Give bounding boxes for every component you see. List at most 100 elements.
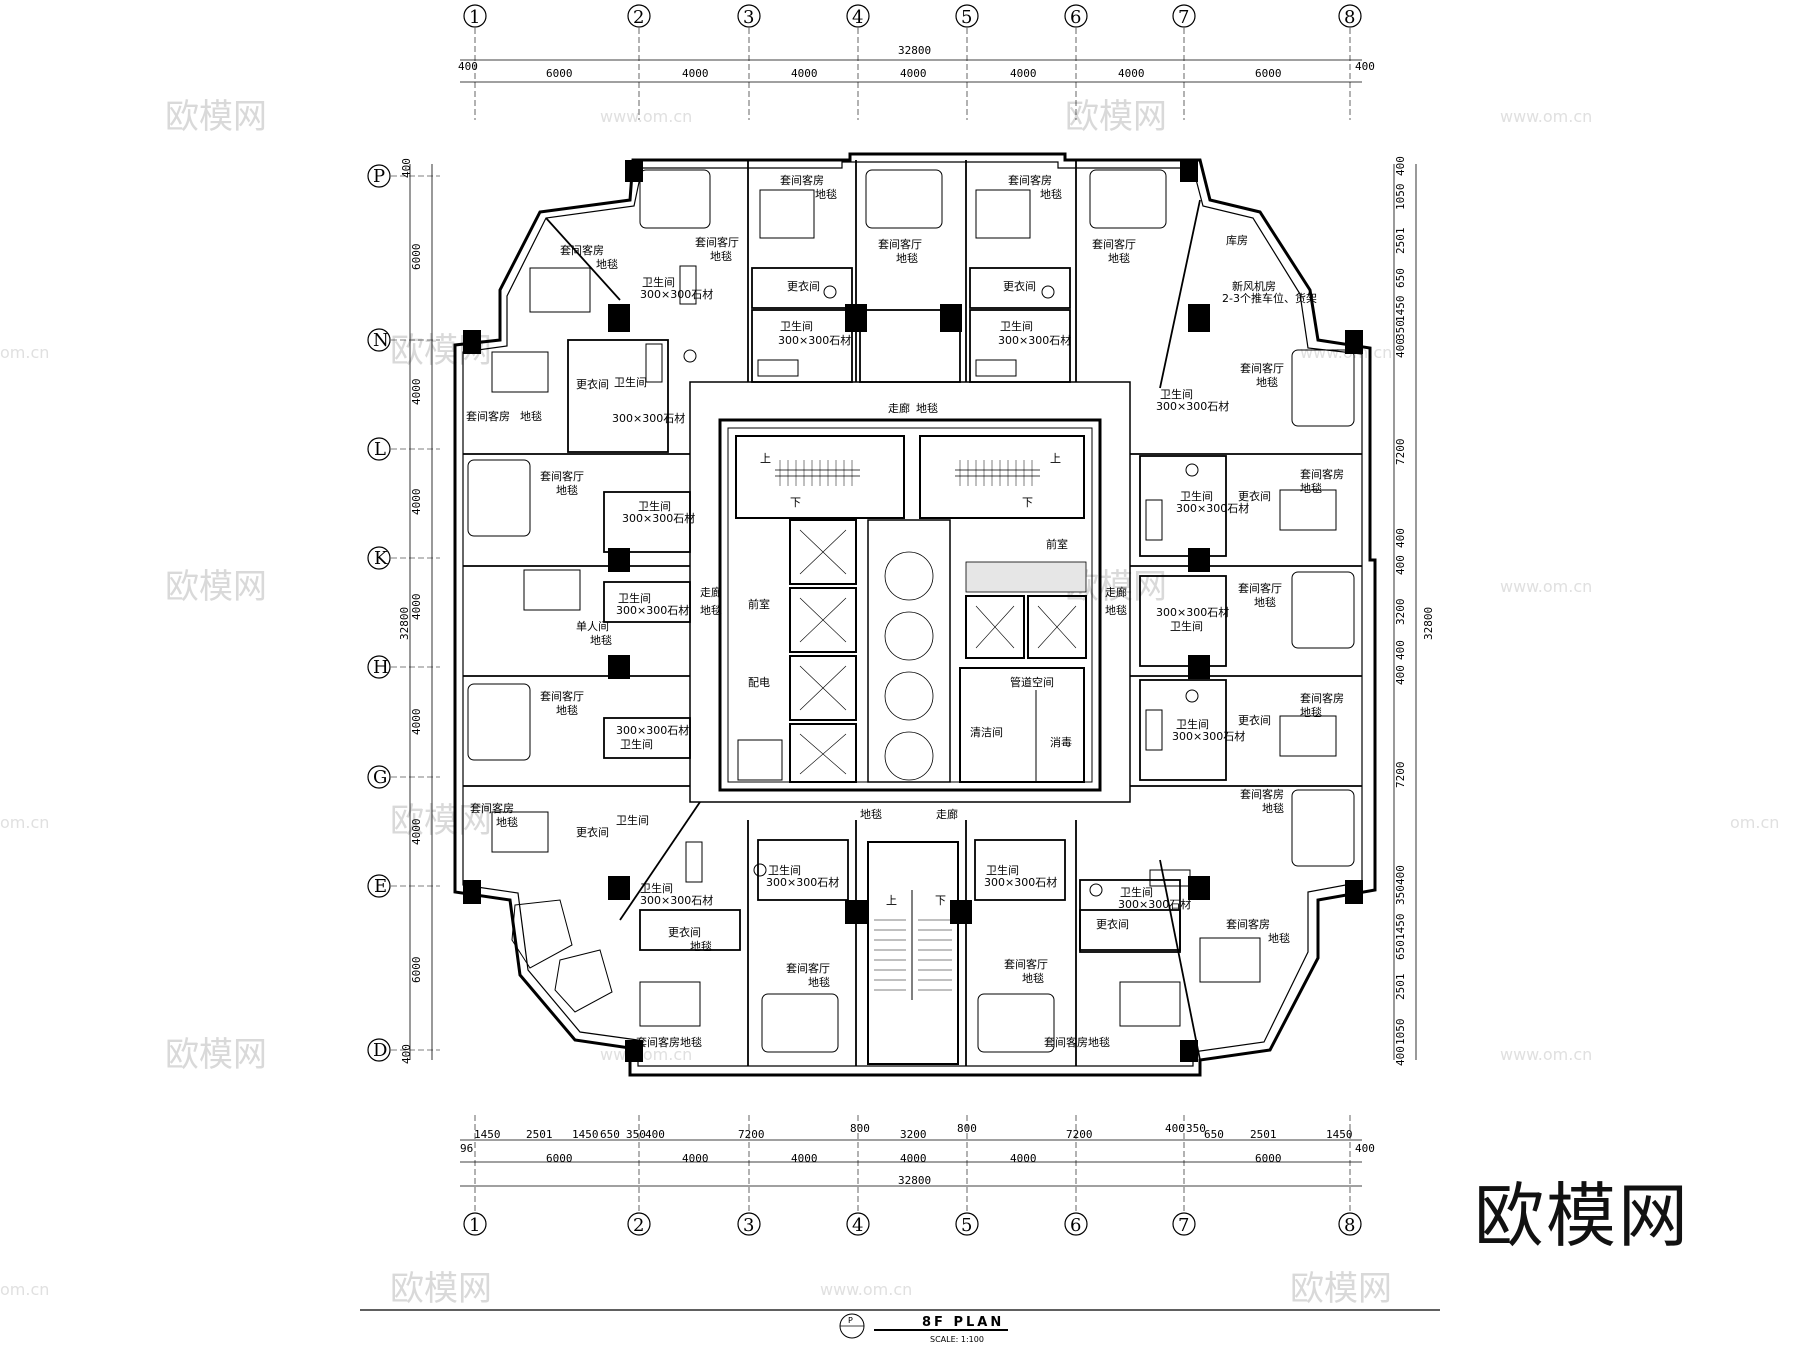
suite-living-label: 套间客厅 — [540, 469, 584, 483]
lobby-label: 前室 — [1046, 537, 1068, 551]
grid-bubble: E — [367, 874, 391, 898]
svg-text:6: 6 — [1070, 1215, 1081, 1236]
carpet-label: 地毯 — [815, 187, 837, 201]
svg-text:7200: 7200 — [1394, 762, 1407, 789]
bathroom-label: 卫生间 — [768, 863, 801, 877]
watermark-logo: 欧模网 — [165, 567, 267, 607]
closet-label: 更衣间 — [1096, 917, 1129, 931]
sofa-set-icon — [467, 459, 531, 537]
svg-text:400: 400 — [1394, 640, 1407, 660]
bed-icon — [1279, 489, 1337, 531]
column — [1345, 880, 1363, 904]
bathroom-label: 卫生间 — [1160, 387, 1193, 401]
suite-living-label: 套间客厅 — [695, 235, 739, 249]
svg-text:2: 2 — [633, 1215, 644, 1236]
suite-bedroom-label: 套间客房 — [1300, 467, 1344, 481]
column-grid-top: 1 2 3 4 5 6 7 8 — [463, 4, 1362, 28]
carpet-label: 地毯 — [1268, 931, 1290, 945]
svg-text:4000: 4000 — [791, 1152, 818, 1165]
svg-text:4000: 4000 — [410, 594, 423, 621]
svg-text:2501: 2501 — [526, 1128, 553, 1141]
svg-text:3200: 3200 — [900, 1128, 927, 1141]
bathtub-icon — [1145, 499, 1163, 541]
corridor-label: 走廊 — [888, 401, 910, 415]
stone-floor-label: 300×300石材 — [1156, 399, 1229, 413]
svg-text:350: 350 — [1394, 885, 1407, 905]
svg-text:D: D — [373, 1040, 387, 1061]
pipe-shaft-label: 管道空间 — [1010, 675, 1054, 689]
grid-bubble: 5 — [955, 1212, 979, 1236]
svg-text:1: 1 — [469, 7, 480, 28]
bed-icon — [639, 981, 701, 1027]
watermark-url: om.cn — [0, 1280, 49, 1299]
dimension-right: 32800 400 1050 2501 650 1450 350 400 720… — [1393, 156, 1435, 1066]
bathtub-icon — [1145, 709, 1163, 751]
bathroom-label: 卫生间 — [1120, 885, 1153, 899]
carpet-label: 地毯 — [1108, 251, 1130, 265]
svg-text:4: 4 — [852, 1215, 863, 1236]
watermark-url: www.om.cn — [600, 107, 692, 126]
svg-text:400: 400 — [400, 1044, 413, 1064]
bathroom-label: 卫生间 — [638, 499, 671, 513]
grid-bubble: 3 — [737, 1212, 761, 1236]
bathroom-label: 卫生间 — [620, 737, 653, 751]
watermark-url: www.om.cn — [1500, 107, 1592, 126]
carpet-label: 地毯 — [1262, 801, 1284, 815]
watermark-logo: 欧模网 — [390, 1269, 492, 1309]
svg-text:3: 3 — [743, 1215, 754, 1236]
bathroom-label: 卫生间 — [614, 375, 647, 389]
sofa-set-icon — [467, 683, 531, 761]
svg-text:4000: 4000 — [1118, 67, 1145, 80]
svg-text:1450: 1450 — [1326, 1128, 1353, 1141]
toilet-icon — [753, 863, 767, 877]
suite-bedroom-label: 套间客房 — [780, 173, 824, 187]
svg-text:400: 400 — [1355, 1142, 1375, 1155]
svg-text:400: 400 — [1394, 865, 1407, 885]
bathroom-label: 卫生间 — [642, 275, 675, 289]
carpet-label: 地毯 — [860, 807, 882, 821]
svg-text:2: 2 — [633, 7, 644, 28]
bed-icon — [523, 569, 581, 611]
stone-floor-label: 300×300石材 — [998, 333, 1071, 347]
closet-label: 更衣间 — [576, 377, 609, 391]
stone-floor-label: 300×300石材 — [984, 875, 1057, 889]
title-block: P 8F PLAN SCALE: 1:100 — [360, 1309, 1440, 1344]
closet-label: 更衣间 — [1238, 713, 1271, 727]
svg-text:K: K — [374, 548, 388, 569]
svg-text:350: 350 — [1394, 320, 1407, 340]
svg-text:5: 5 — [961, 7, 972, 28]
column — [625, 160, 643, 182]
carpet-label: 地毯 — [916, 401, 938, 415]
svg-text:6000: 6000 — [410, 957, 423, 984]
svg-text:400: 400 — [1394, 1046, 1407, 1066]
column — [608, 655, 630, 679]
watermark-logo: 欧模网 — [1290, 1269, 1392, 1309]
carpet-label: 地毯 — [1254, 595, 1276, 609]
svg-text:400: 400 — [1394, 665, 1407, 685]
sofa-set-icon — [1089, 169, 1167, 229]
sofa-set-icon — [639, 169, 711, 229]
suite-living-label: 套间客厅 — [786, 961, 830, 975]
column — [1180, 1040, 1198, 1062]
svg-text:2501: 2501 — [1250, 1128, 1277, 1141]
bed-icon — [1199, 937, 1261, 983]
bathroom-label: 卫生间 — [616, 813, 649, 827]
carpet-label: 地毯 — [556, 703, 578, 717]
suite-living-label: 套间客厅 — [878, 237, 922, 251]
disinfect-room-label: 消毒 — [1050, 735, 1072, 749]
svg-text:650: 650 — [1394, 940, 1407, 960]
svg-text:4000: 4000 — [410, 819, 423, 846]
grid-bubble: 5 — [955, 4, 979, 28]
furniture — [467, 169, 1355, 1053]
svg-text:4000: 4000 — [900, 67, 927, 80]
stair-up-label: 上 — [760, 452, 771, 465]
room-labels: 套间客房 地毯 套间客房 地毯 套间客厅 地毯 套间客厅 地毯 套间客厅 地毯 … — [466, 173, 1344, 1049]
toilet-icon — [683, 349, 697, 363]
carpet-label: 地毯 — [1105, 603, 1127, 617]
grid-bubble: D — [367, 1038, 391, 1062]
watermark-url: www.om.cn — [600, 1045, 692, 1064]
suite-bedroom-label: 套间客房 — [1226, 917, 1270, 931]
electrical-room-label: 配电 — [748, 676, 770, 689]
stone-floor-label: 300×300石材 — [1176, 501, 1249, 515]
stone-floor-label: 300×300石材 — [1172, 729, 1245, 743]
